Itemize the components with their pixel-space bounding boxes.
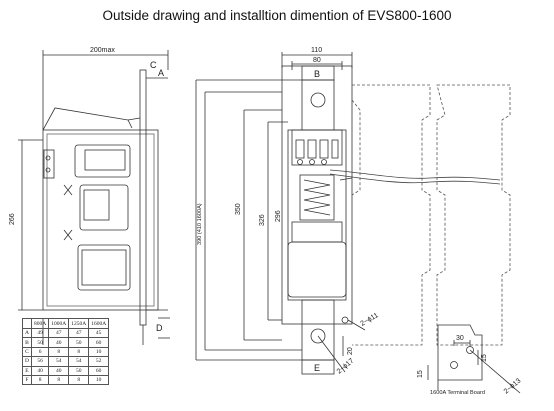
table-cell: 8	[30, 374, 50, 386]
terminal-board	[427, 324, 521, 394]
dim-15-right: 15	[481, 354, 488, 362]
table-cell: 52	[88, 356, 110, 367]
side-view	[18, 50, 170, 345]
dim-20: 20	[347, 347, 354, 355]
label-b: B	[314, 69, 320, 79]
table-cell: 10	[88, 346, 110, 358]
table-cell: 60	[88, 365, 110, 376]
table-row: E 40 40 50 60	[22, 365, 110, 376]
table-row: B 50 40 50 60	[22, 337, 110, 348]
spec-table: 800A 1000A 1250A 1600A A 49 47 47 45 B 5…	[22, 318, 110, 386]
label-a: A	[158, 68, 164, 78]
spec-header-cell: 800A	[30, 318, 50, 329]
table-cell: 54	[68, 356, 90, 367]
terminal-board-caption: 1600A Terminal Board	[430, 390, 485, 396]
dim-296: 296	[275, 210, 282, 222]
dim-326: 326	[259, 214, 266, 226]
table-cell: F	[22, 374, 32, 386]
adjacent-units-outline	[351, 84, 511, 346]
spec-header-cell: 1000A	[48, 318, 70, 329]
front-view	[195, 52, 501, 375]
table-cell: 47	[48, 327, 70, 339]
table-cell: D	[22, 356, 32, 367]
table-cell: 54	[48, 356, 70, 367]
dim-hole-2x11: 2~ϕ11	[360, 312, 380, 328]
table-cell: 40	[48, 337, 70, 348]
label-c: C	[150, 60, 157, 70]
drawing-title: Outside drawing and installtion dimentio…	[102, 8, 452, 23]
table-cell: 56	[30, 356, 50, 367]
table-cell: 47	[68, 327, 90, 339]
table-cell: 49	[30, 327, 50, 339]
spec-header-cell: 1250A	[68, 318, 90, 329]
table-cell: 50	[68, 337, 90, 348]
spec-table-header: 800A 1000A 1250A 1600A	[22, 318, 110, 329]
table-cell: E	[22, 365, 32, 376]
dim-30: 30	[456, 335, 464, 342]
label-e: E	[314, 363, 320, 373]
dim-350: 350	[235, 203, 242, 215]
dim-15-left: 15	[417, 370, 424, 378]
dim-height: 266	[9, 213, 16, 225]
table-cell: B	[22, 337, 32, 348]
table-cell: 8	[48, 346, 70, 358]
dim-hole-2x17: 2~ϕ17	[336, 357, 356, 375]
dim-390: 390 (410 1600A)	[197, 203, 203, 245]
table-cell: 8	[48, 374, 70, 386]
table-row: A 49 47 47 45	[22, 327, 110, 339]
dim-110: 110	[311, 47, 322, 54]
table-row: F 8 8 8 10	[22, 374, 110, 386]
table-cell: 45	[88, 327, 110, 339]
spec-header-cell: 1600A	[88, 318, 110, 329]
table-cell: 10	[88, 374, 110, 386]
dim-80: 80	[313, 57, 321, 64]
label-d: D	[156, 323, 163, 333]
table-cell: 60	[88, 337, 110, 348]
table-row: C 6 8 8 10	[22, 346, 110, 358]
dim-width: 200max	[90, 47, 115, 54]
table-row: D 56 54 54 52	[22, 356, 110, 367]
table-cell: 40	[30, 365, 50, 376]
table-cell: 8	[68, 346, 90, 358]
table-cell: 50	[30, 337, 50, 348]
table-cell: 50	[68, 365, 90, 376]
table-cell: 40	[48, 365, 70, 376]
spec-header-cell	[22, 318, 32, 329]
table-cell: 6	[30, 346, 50, 358]
table-cell: A	[22, 327, 32, 339]
table-cell: 8	[68, 374, 90, 386]
table-cell: C	[22, 346, 32, 358]
